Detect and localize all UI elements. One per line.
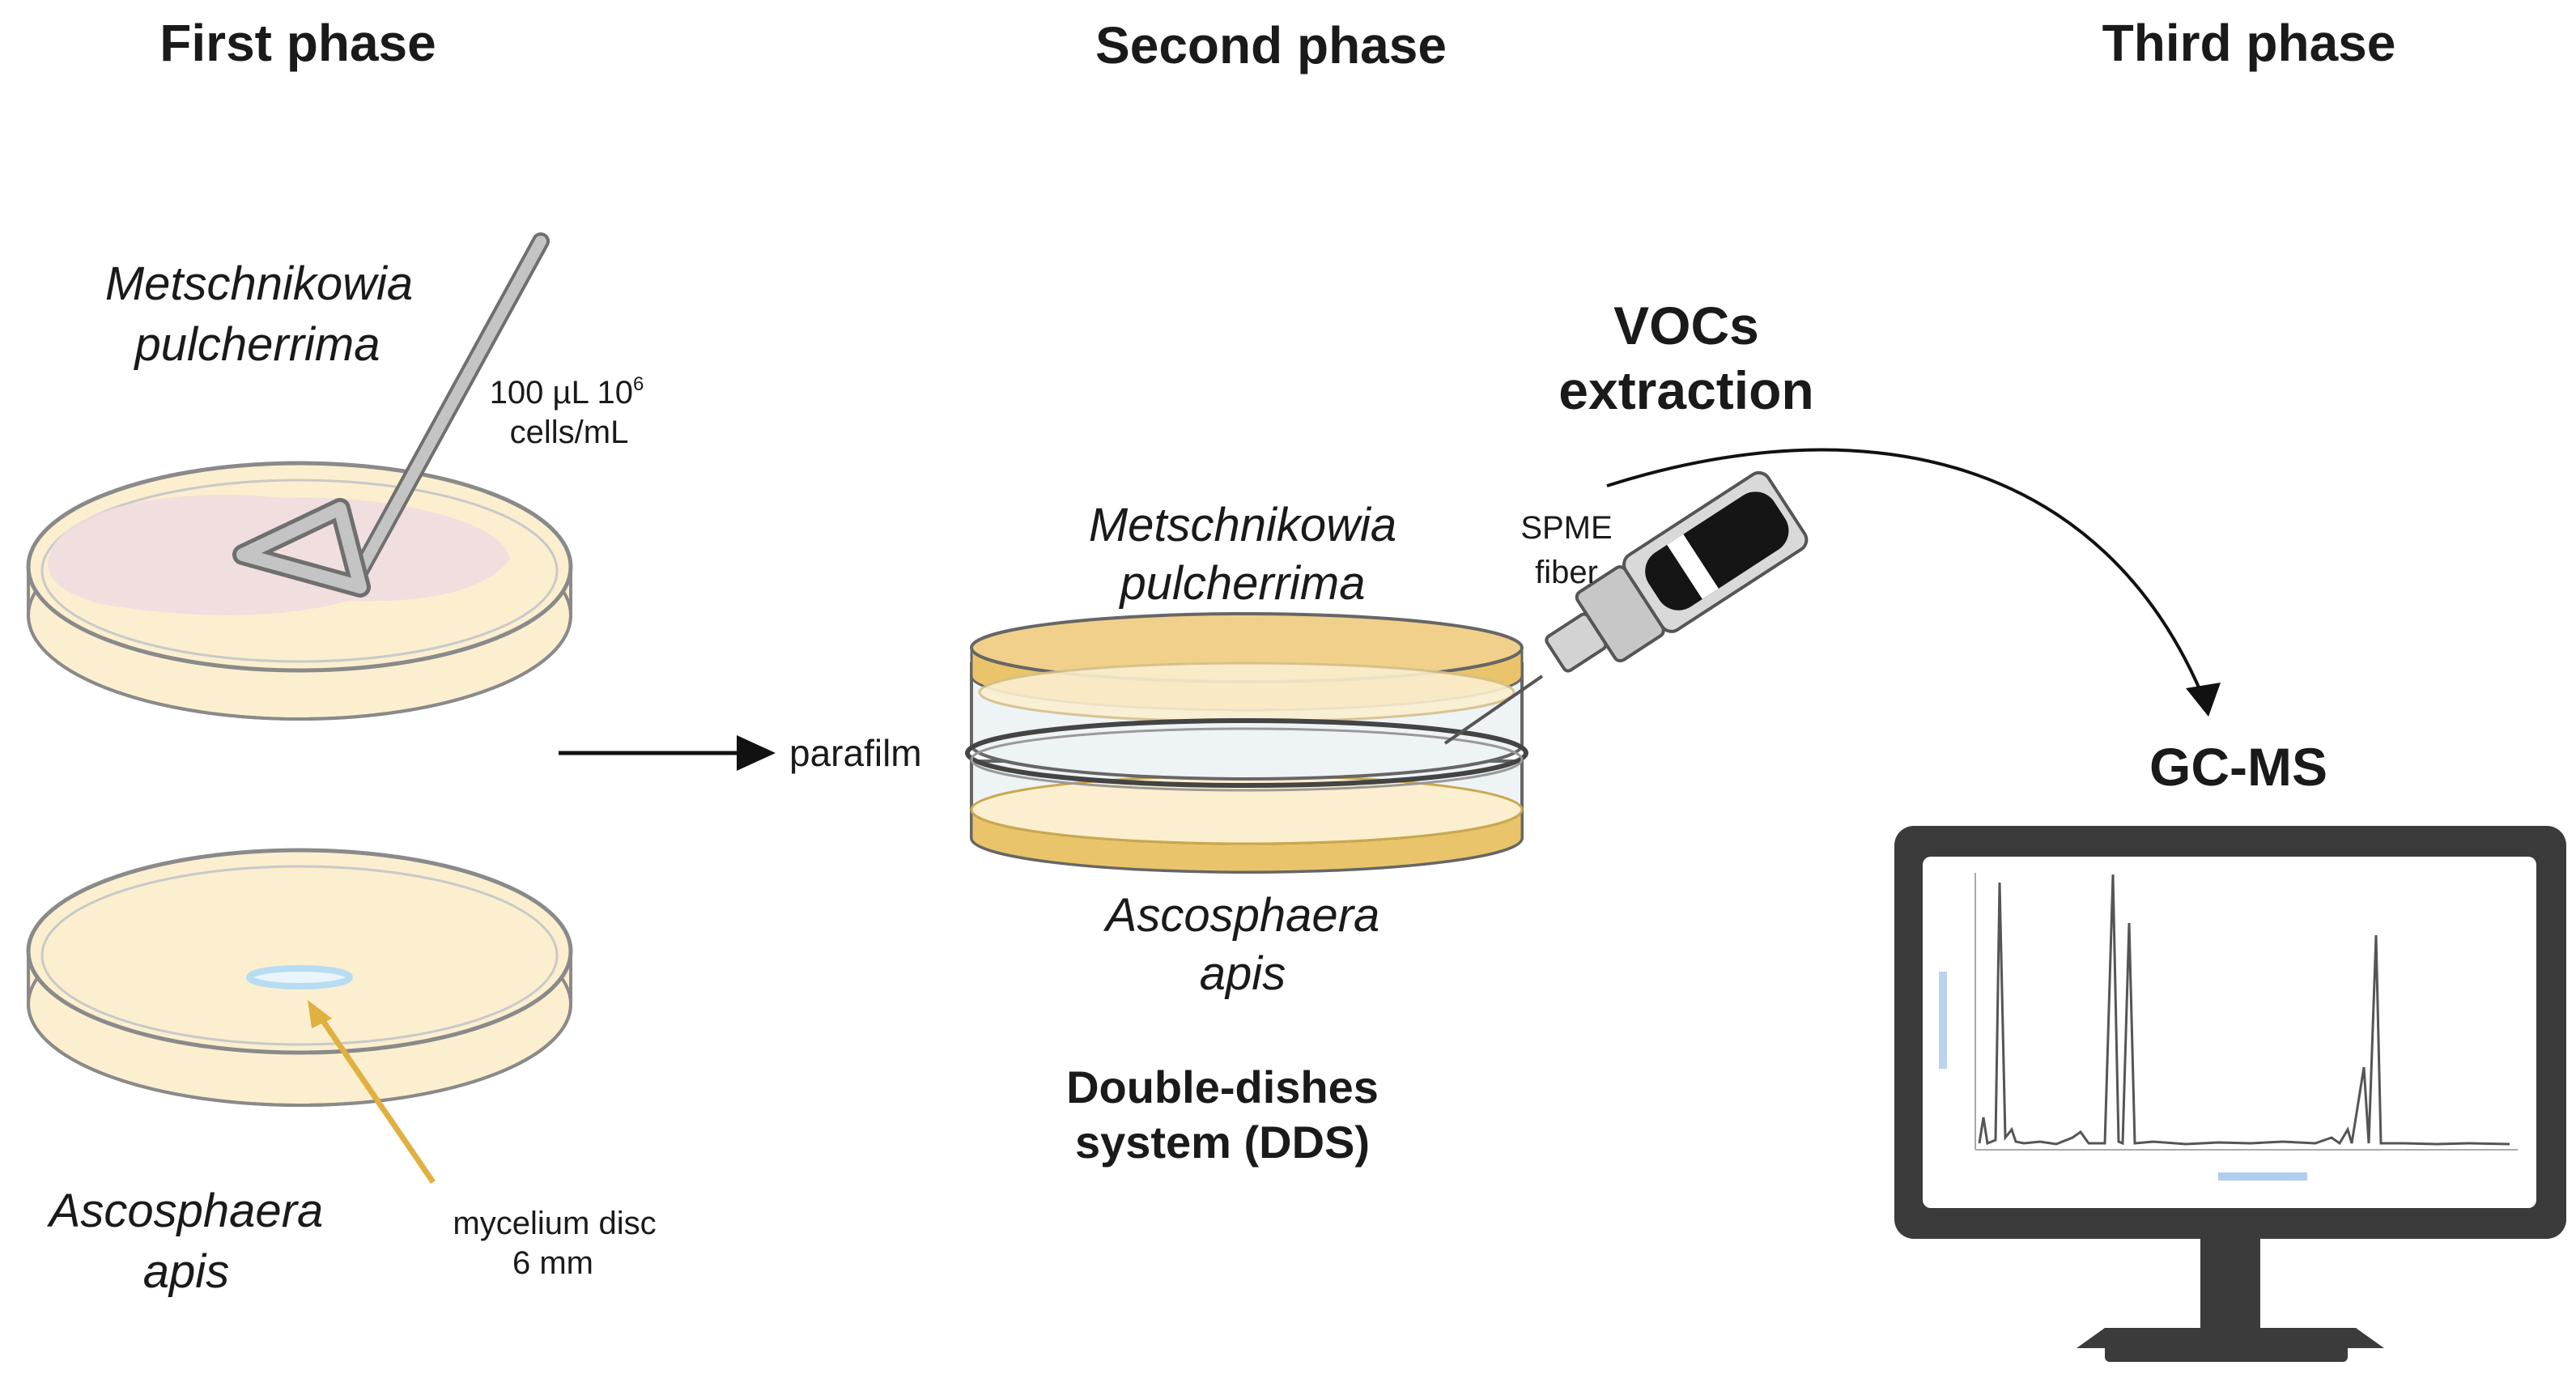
mycelium-pointer-arrow <box>317 1015 436 1184</box>
phase1-fungus-label-line1: Ascosphaera <box>47 1185 324 1237</box>
phase2-fungus-label-line1: Ascosphaera <box>1103 889 1380 942</box>
disc-label-line2: 6 mm <box>512 1245 593 1281</box>
vocs-label-line1: VOCs <box>1613 296 1759 355</box>
phase-heading-first: First phase <box>159 14 436 72</box>
spme-label-line1: SPME <box>1520 510 1612 546</box>
dds-label-line2: system (DDS) <box>1075 1117 1370 1168</box>
double-dish-system <box>965 612 1528 874</box>
phase2-yeast-label-line2: pulcherrima <box>1119 557 1366 610</box>
gcms-monitor <box>1894 826 2566 1362</box>
cell-spreader <box>232 232 550 598</box>
phase2-yeast-label-line1: Metschnikowia <box>1089 499 1396 551</box>
chromatogram <box>1939 873 2518 1181</box>
inoculum-label-line1: 100 µL 106 <box>490 373 644 411</box>
spme-label-line2: fiber <box>1535 555 1598 590</box>
extraction-arrow <box>1606 448 2208 705</box>
parafilm-label: parafilm <box>789 732 922 774</box>
petri-dish-fungus <box>26 848 573 1107</box>
gcms-label: GC-MS <box>2149 737 2327 797</box>
petri-dish-yeast <box>26 461 573 721</box>
phase1-yeast-label-line2: pulcherrima <box>134 318 380 371</box>
spme-fiber-device <box>1443 470 1809 745</box>
vocs-label-line2: extraction <box>1558 360 1813 420</box>
phase-heading-second: Second phase <box>1095 16 1447 74</box>
dds-label-line1: Double-dishes <box>1066 1062 1379 1113</box>
mycelium-disc <box>246 965 353 989</box>
phase2-fungus-label-line2: apis <box>1200 947 1286 1000</box>
inoculum-label-line2: cells/mL <box>510 415 629 450</box>
disc-label-line1: mycelium disc <box>453 1206 656 1241</box>
phase-heading-third: Third phase <box>2102 14 2396 72</box>
phase1-fungus-label-line2: apis <box>143 1245 229 1298</box>
phase1-yeast-label-line1: Metschnikowia <box>105 257 413 310</box>
parafilm-band <box>965 718 1528 788</box>
